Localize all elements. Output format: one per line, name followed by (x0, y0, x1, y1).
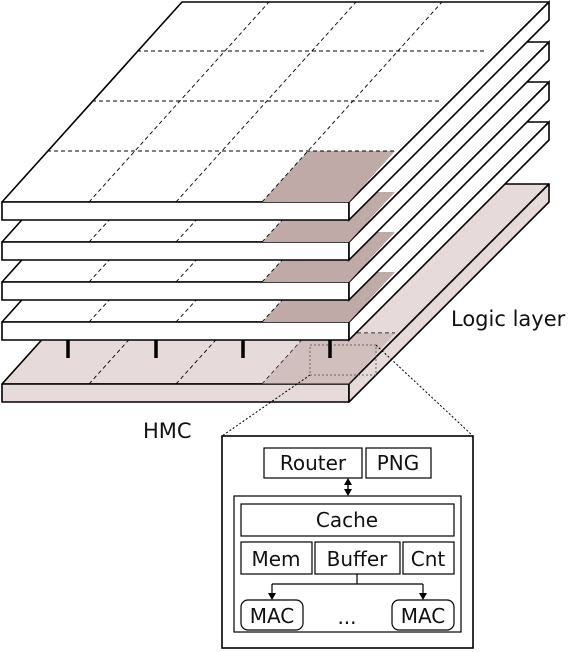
router-block (263, 447, 363, 479)
buffer-block (314, 541, 401, 575)
mac-right-block (391, 599, 455, 631)
png-label: PNG (377, 451, 420, 475)
mac-right-label: MAC (401, 604, 446, 628)
zoom-connector-lines (221, 344, 474, 437)
cnt-block (402, 541, 455, 575)
cache-block (240, 503, 455, 537)
mem-block (240, 541, 313, 575)
logic-tile-highlight (309, 344, 377, 376)
logic-layer-label: Logic layer (451, 307, 566, 331)
router-label: Router (280, 451, 347, 475)
hmc-label: HMC (143, 419, 192, 443)
buffer-label: Buffer (327, 547, 388, 571)
mac-ellipsis: ... (337, 605, 356, 629)
png-block (365, 447, 432, 479)
mac-left-block (240, 599, 304, 631)
tsv-pillars (66, 340, 332, 358)
cnt-label: Cnt (411, 547, 446, 571)
mac-left-label: MAC (250, 604, 295, 628)
cache-label: Cache (316, 508, 378, 532)
vault-detail-box: Router PNG Cache Mem Buffer Cnt MAC (221, 435, 474, 649)
dram-layer-1 (1, 0, 550, 222)
buffer-to-mac-arrows (268, 574, 427, 600)
mem-label: Mem (251, 547, 300, 571)
router-vault-arrow (344, 478, 352, 496)
